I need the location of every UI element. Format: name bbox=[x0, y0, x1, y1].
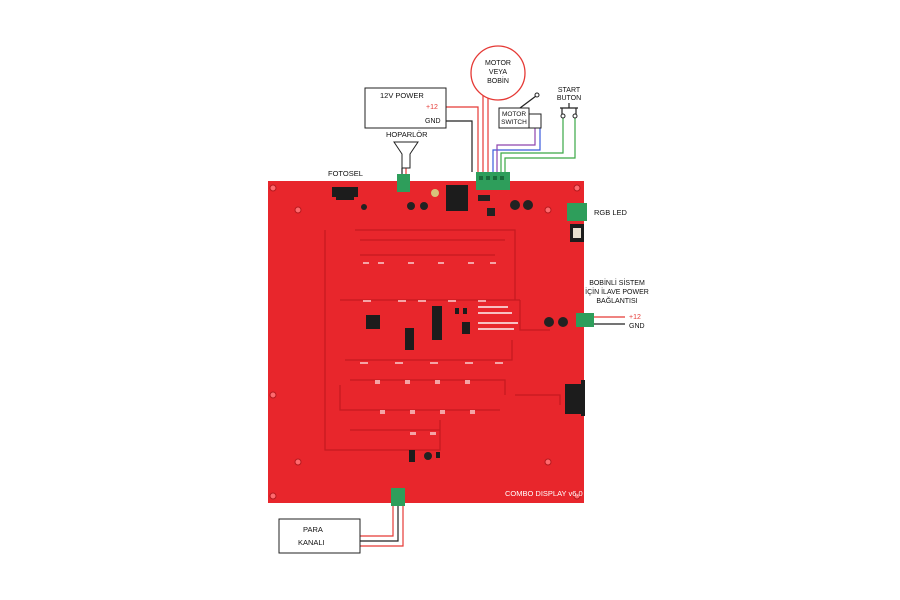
para-line2: KANALI bbox=[298, 538, 325, 547]
top-components bbox=[332, 185, 533, 216]
speaker-label: HOPARLÖR bbox=[386, 130, 428, 139]
motor-switch-line2: SWITCH bbox=[501, 119, 527, 126]
motor-coil-line3: BOBİN bbox=[487, 76, 509, 85]
power-gnd-label: GND bbox=[425, 118, 441, 125]
pcb-traces bbox=[324, 229, 561, 451]
led-pads bbox=[360, 262, 503, 435]
power-supply-box: 12V POWER +12 GND bbox=[364, 87, 447, 129]
extra-power-line3: BAĞLANTISI bbox=[596, 296, 637, 305]
extra-power-note: BOBİNLİ SİSTEM İÇİN İLAVE POWER BAĞLANTI… bbox=[585, 278, 649, 330]
rgb-led-connector bbox=[567, 203, 587, 221]
pcb-board: COMBO DISPLAY v6.0 bbox=[268, 181, 587, 503]
wires bbox=[360, 92, 625, 547]
bottom-components bbox=[409, 450, 440, 462]
para-line1: PARA bbox=[303, 525, 323, 534]
motor-switch: MOTOR SWITCH bbox=[498, 92, 542, 129]
motor-coil-line2: VEYA bbox=[489, 69, 507, 76]
push-button-icon bbox=[560, 103, 578, 114]
extra-gnd-label: GND bbox=[629, 323, 645, 330]
start-line1: START bbox=[558, 87, 581, 94]
board-connectors bbox=[391, 172, 594, 506]
rgb-led-label: RGB LED bbox=[594, 208, 628, 217]
wire-switch-2 bbox=[496, 123, 536, 172]
wire-para-3 bbox=[360, 506, 404, 547]
silkscreen-notes bbox=[478, 306, 518, 330]
wire-power-gnd bbox=[446, 120, 473, 172]
extra-plus-label: +12 bbox=[629, 314, 641, 321]
motor-switch-line1: MOTOR bbox=[502, 111, 526, 118]
coin-channel-connector bbox=[391, 488, 405, 506]
speaker-icon bbox=[393, 141, 419, 169]
power-jack bbox=[446, 185, 468, 211]
start-line2: BUTON bbox=[557, 95, 581, 102]
wire-start-2 bbox=[504, 118, 576, 172]
motor-coil-circle bbox=[470, 45, 526, 101]
fotosel-connector bbox=[332, 187, 358, 197]
speaker: HOPARLÖR bbox=[386, 130, 428, 169]
extra-power-line1: BOBİNLİ SİSTEM bbox=[589, 278, 645, 287]
wire-para-1 bbox=[360, 506, 394, 537]
motor-coil: MOTOR VEYA BOBİN bbox=[470, 45, 526, 101]
start-button: START BUTON bbox=[557, 87, 581, 119]
speaker-connector bbox=[397, 174, 410, 192]
wire-para-2 bbox=[360, 506, 399, 542]
coin-channel-box: PARA KANALI bbox=[278, 518, 361, 554]
mounting-holes bbox=[269, 184, 581, 500]
fotosel-label: FOTOSEL bbox=[328, 169, 363, 178]
extra-power-line2: İÇİN İLAVE POWER bbox=[585, 287, 649, 296]
power-box-title: 12V POWER bbox=[380, 91, 424, 100]
motor-coil-line1: MOTOR bbox=[485, 60, 511, 67]
right-components bbox=[544, 203, 587, 416]
board-body bbox=[268, 181, 584, 503]
switch-lever-icon bbox=[519, 95, 537, 109]
wire-power-plus bbox=[446, 106, 479, 172]
ic-chips bbox=[366, 306, 470, 350]
wire-start-1 bbox=[500, 118, 564, 172]
motor-terminal-block bbox=[476, 172, 510, 190]
extra-power-connector bbox=[576, 313, 594, 327]
bottom-right-header bbox=[565, 384, 581, 414]
power-plus-label: +12 bbox=[426, 104, 438, 111]
board-name: COMBO DISPLAY v6.0 bbox=[505, 489, 583, 498]
